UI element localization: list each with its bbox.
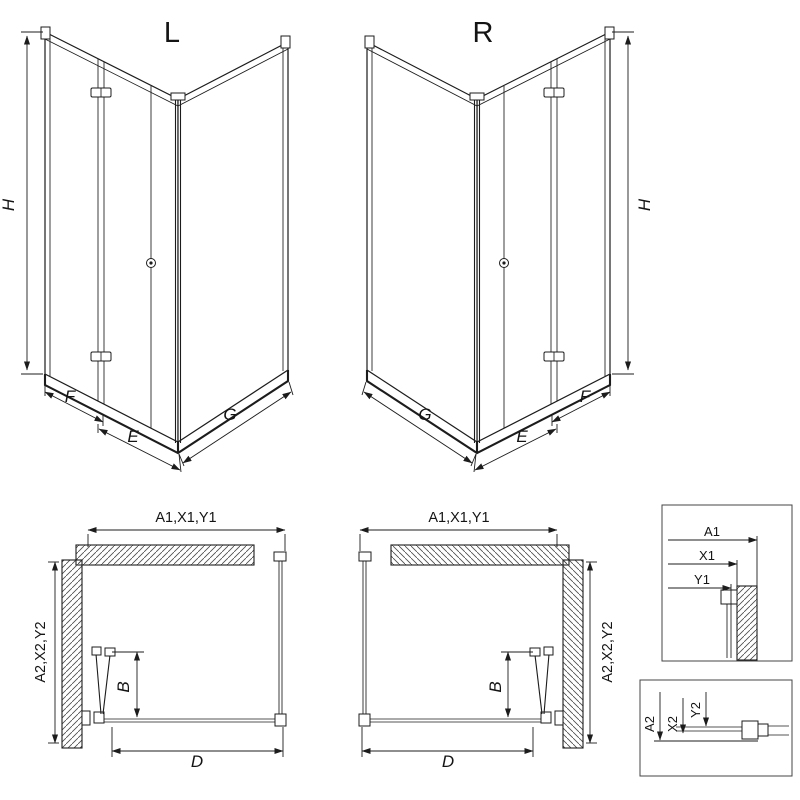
top-rail xyxy=(44,38,289,107)
wall-bracket-icon xyxy=(280,35,291,49)
dim-label-f-right: F xyxy=(580,387,592,406)
wall-section-detail xyxy=(736,585,758,661)
dim-label-g-right: G xyxy=(418,405,431,424)
side-glass-plan xyxy=(273,551,287,722)
detail-label-y1: Y1 xyxy=(694,572,710,587)
door-knob-icon xyxy=(146,258,156,268)
detail-label-x2: X2 xyxy=(665,716,680,732)
dimension-a1 xyxy=(87,526,286,551)
dim-label-h-right: H xyxy=(635,198,654,211)
detail-label-a2: A2 xyxy=(642,716,657,732)
dimension-a2 xyxy=(48,561,59,744)
variant-label-r: R xyxy=(473,17,494,49)
plan-view-l xyxy=(48,526,287,757)
dim-label-f-left: F xyxy=(65,387,77,406)
dim-label-h-left: H xyxy=(0,198,18,211)
detail-view-bottom xyxy=(639,679,793,777)
wall-profile xyxy=(81,710,91,726)
perspective-view-l xyxy=(21,26,294,473)
dimension-f xyxy=(44,385,104,426)
plan-dim-top-right: A1,X1,Y1 xyxy=(428,510,489,526)
corner-post xyxy=(170,92,186,443)
detail-label-a1: A1 xyxy=(704,524,720,539)
dimension-g xyxy=(178,381,294,467)
dimension-e xyxy=(97,424,182,473)
hinge-icon xyxy=(90,351,112,362)
variant-label-l: L xyxy=(164,17,180,49)
front-glass-plan xyxy=(96,718,282,723)
folded-door xyxy=(91,646,116,715)
plan-dim-b-left: B xyxy=(114,681,133,692)
wall-section-top xyxy=(75,544,255,566)
plan-dim-top-left: A1,X1,Y1 xyxy=(155,510,216,526)
plan-dim-side-left: A2,X2,Y2 xyxy=(33,621,49,682)
dimension-b xyxy=(112,651,144,718)
dim-label-e-left: E xyxy=(127,427,139,446)
dim-label-e-right: E xyxy=(516,427,528,446)
wall-profile-fitting xyxy=(273,551,287,562)
door-pivot xyxy=(93,711,105,724)
bottom-profile-detail xyxy=(757,723,769,737)
corner-post-cap xyxy=(170,92,186,101)
plan-dim-d-right: D xyxy=(442,752,454,771)
corner-fitting xyxy=(274,713,287,727)
plan-dim-d-left: D xyxy=(191,752,203,771)
dimension-height xyxy=(21,31,43,375)
detail-box-frame xyxy=(639,679,793,777)
side-glass-panel xyxy=(177,41,289,444)
detail-label-x1: X1 xyxy=(699,548,715,563)
detail-label-y2: Y2 xyxy=(688,702,703,718)
perspective-view-r xyxy=(362,27,634,472)
plan-dim-side-right: A2,X2,Y2 xyxy=(600,621,616,682)
wall-bracket-icon xyxy=(40,26,51,40)
wall-profile-detail xyxy=(720,589,738,605)
dimension-d xyxy=(111,727,284,757)
dim-label-g-left: G xyxy=(223,405,236,424)
plan-dim-b-right: B xyxy=(486,681,505,692)
wall-section-side xyxy=(61,559,83,749)
hinge-icon xyxy=(90,87,112,98)
bottom-profile-detail xyxy=(741,720,759,740)
plan-view-r xyxy=(359,530,597,757)
detail-view-top xyxy=(661,504,793,662)
